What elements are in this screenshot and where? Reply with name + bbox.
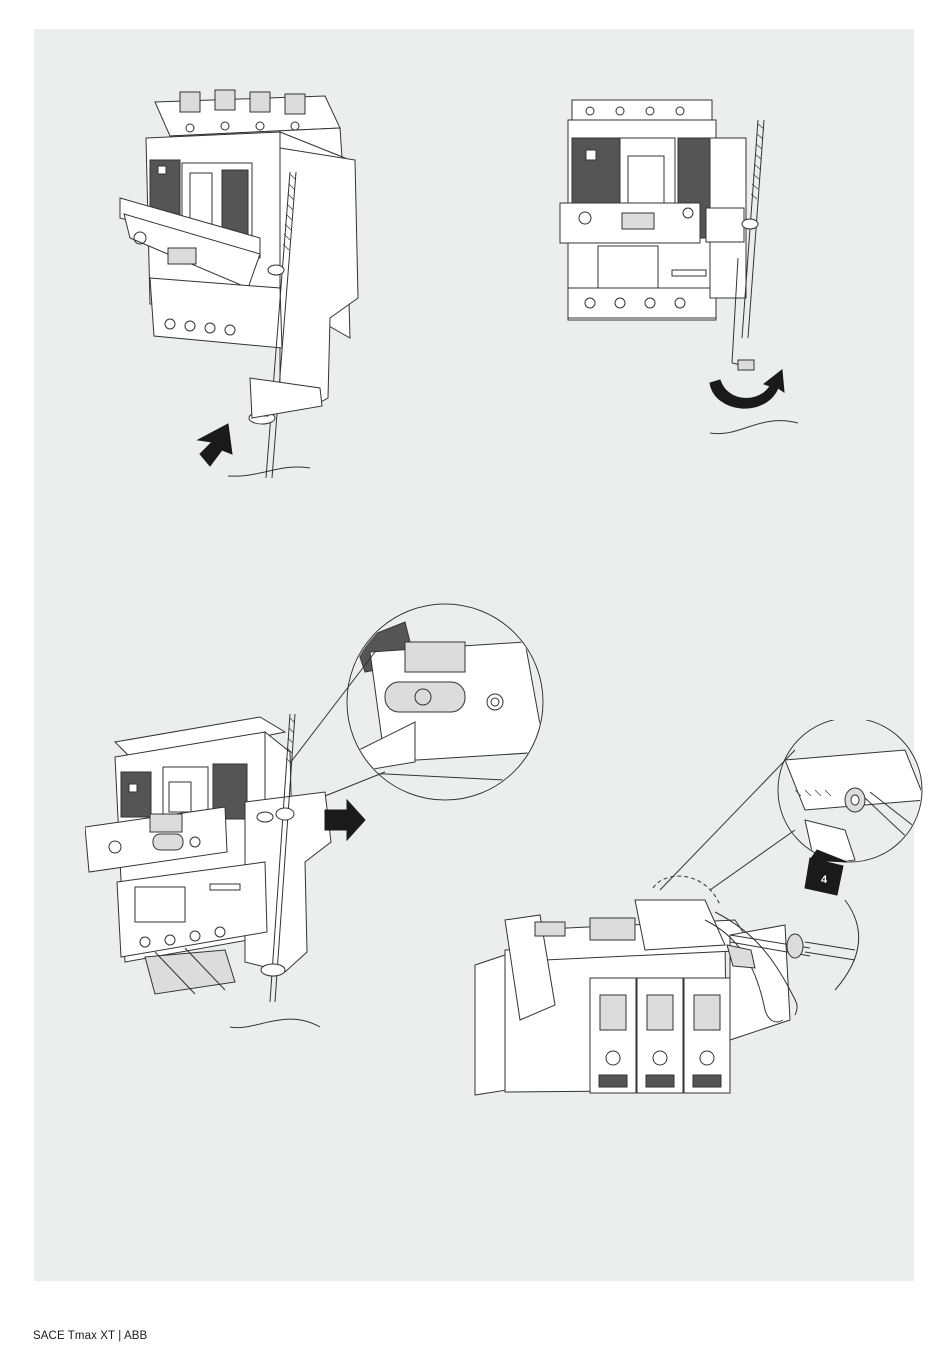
step-number: 4 <box>821 874 828 886</box>
footer-product: SACE Tmax XT <box>33 1330 115 1342</box>
figure-cable-rotation <box>550 98 810 438</box>
footer-brand: ABB <box>124 1330 147 1342</box>
push-arrow-icon <box>198 424 232 466</box>
footer-separator: | <box>118 1330 121 1342</box>
rotate-arrow-icon <box>710 370 784 408</box>
page-footer: SACE Tmax XT | ABB <box>33 1330 147 1342</box>
figure-step-4: 4 <box>465 720 935 1110</box>
push-arrow-icon <box>325 800 365 840</box>
figure-cable-insertion <box>110 88 370 488</box>
